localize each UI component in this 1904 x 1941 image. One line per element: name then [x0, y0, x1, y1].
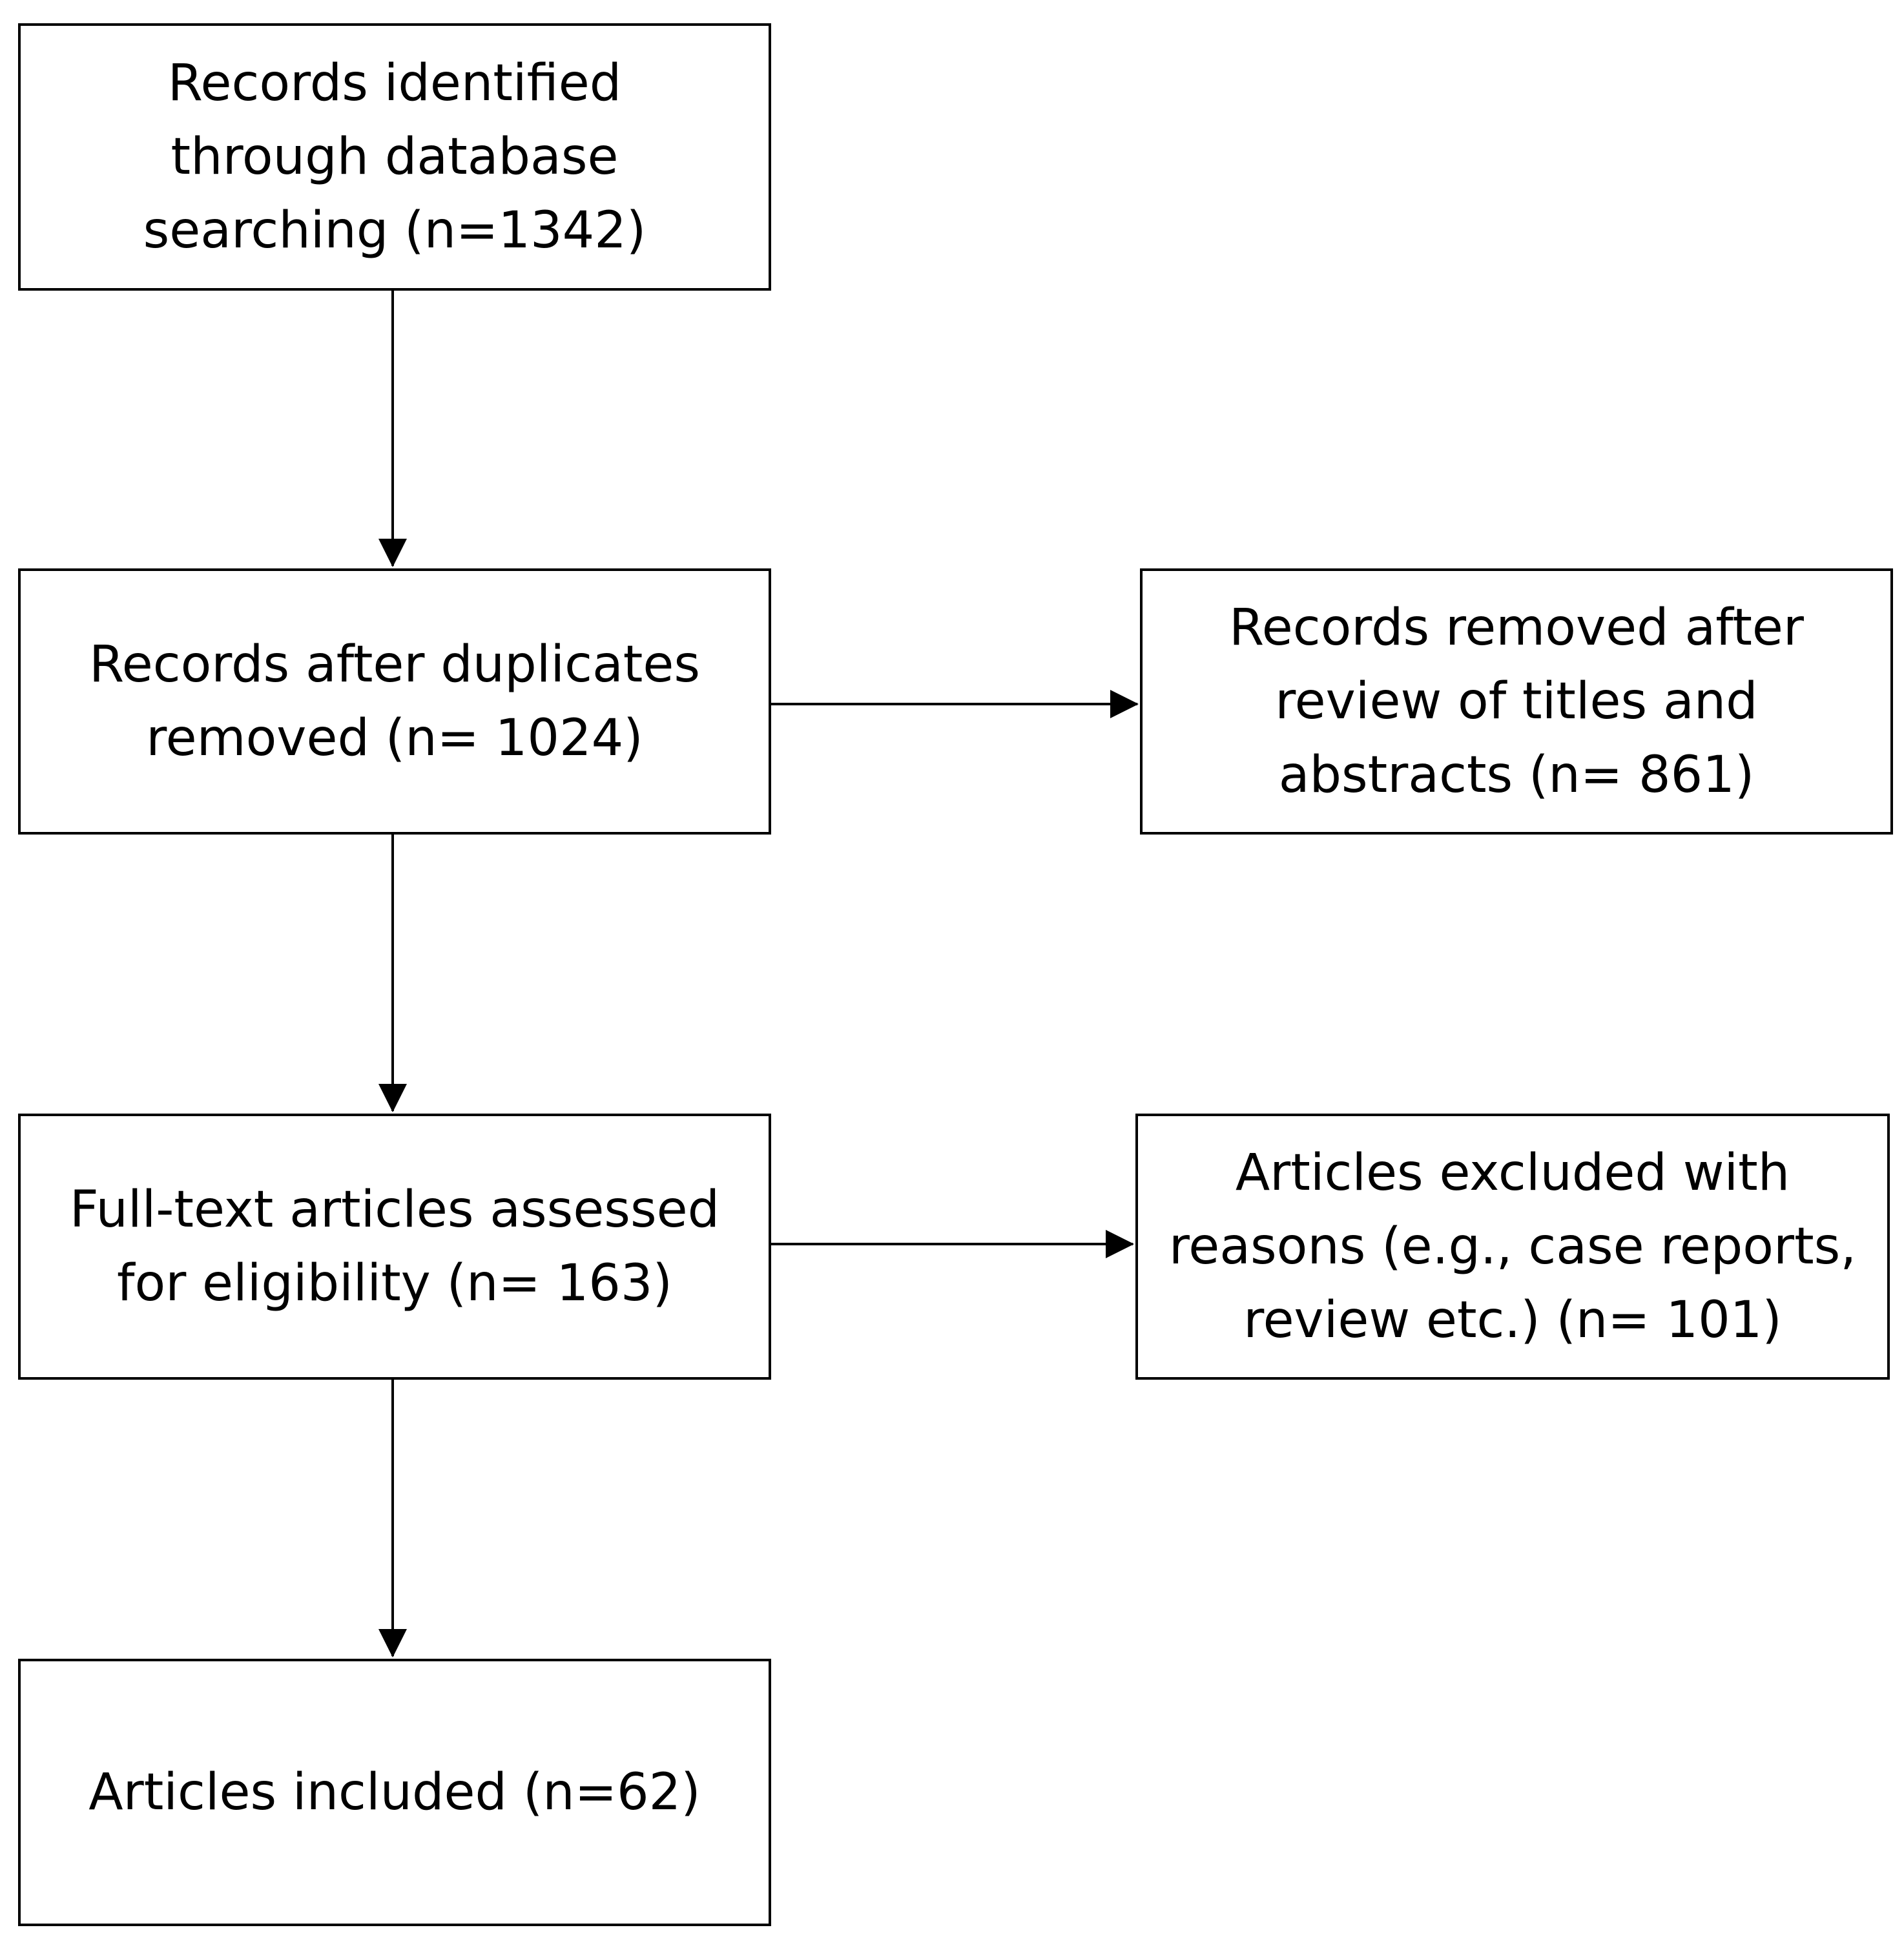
box-text-line: abstracts (n= 861): [1278, 746, 1755, 804]
arrowhead-right-1: [1110, 690, 1139, 718]
records-removed-box: Records removed after review of titles a…: [1140, 568, 1893, 835]
box-text-line: Records after duplicates: [89, 636, 700, 694]
box-text-line: Full-text articles assessed: [69, 1181, 720, 1239]
records-after-duplicates-box: Records after duplicates removed (n= 102…: [18, 568, 771, 835]
box-text-line: Records identified: [167, 54, 622, 112]
box-text-line: Articles included (n=62): [88, 1763, 701, 1822]
arrowhead-down-2: [378, 1084, 407, 1112]
box-text-line: review of titles and: [1275, 672, 1758, 731]
box-text-line: Records removed after: [1229, 599, 1804, 657]
box-text-line: reasons (e.g., case reports,: [1168, 1218, 1857, 1276]
box-text-line: review etc.) (n= 101): [1243, 1291, 1782, 1349]
records-identified-box: Records identified through database sear…: [18, 23, 771, 291]
articles-included-box: Articles included (n=62): [18, 1659, 771, 1926]
box-text-line: searching (n=1342): [143, 202, 647, 260]
arrowhead-down-1: [378, 539, 407, 567]
box-text-line: removed (n= 1024): [146, 709, 643, 767]
box-text-line: for eligibility (n= 163): [117, 1254, 672, 1313]
box-text-line: Articles excluded with: [1235, 1144, 1790, 1202]
full-text-assessed-box: Full-text articles assessed for eligibil…: [18, 1114, 771, 1380]
articles-excluded-box: Articles excluded with reasons (e.g., ca…: [1135, 1114, 1890, 1380]
box-text-line: through database: [171, 128, 619, 186]
arrowhead-down-3: [378, 1629, 407, 1657]
arrowhead-right-2: [1106, 1230, 1134, 1258]
